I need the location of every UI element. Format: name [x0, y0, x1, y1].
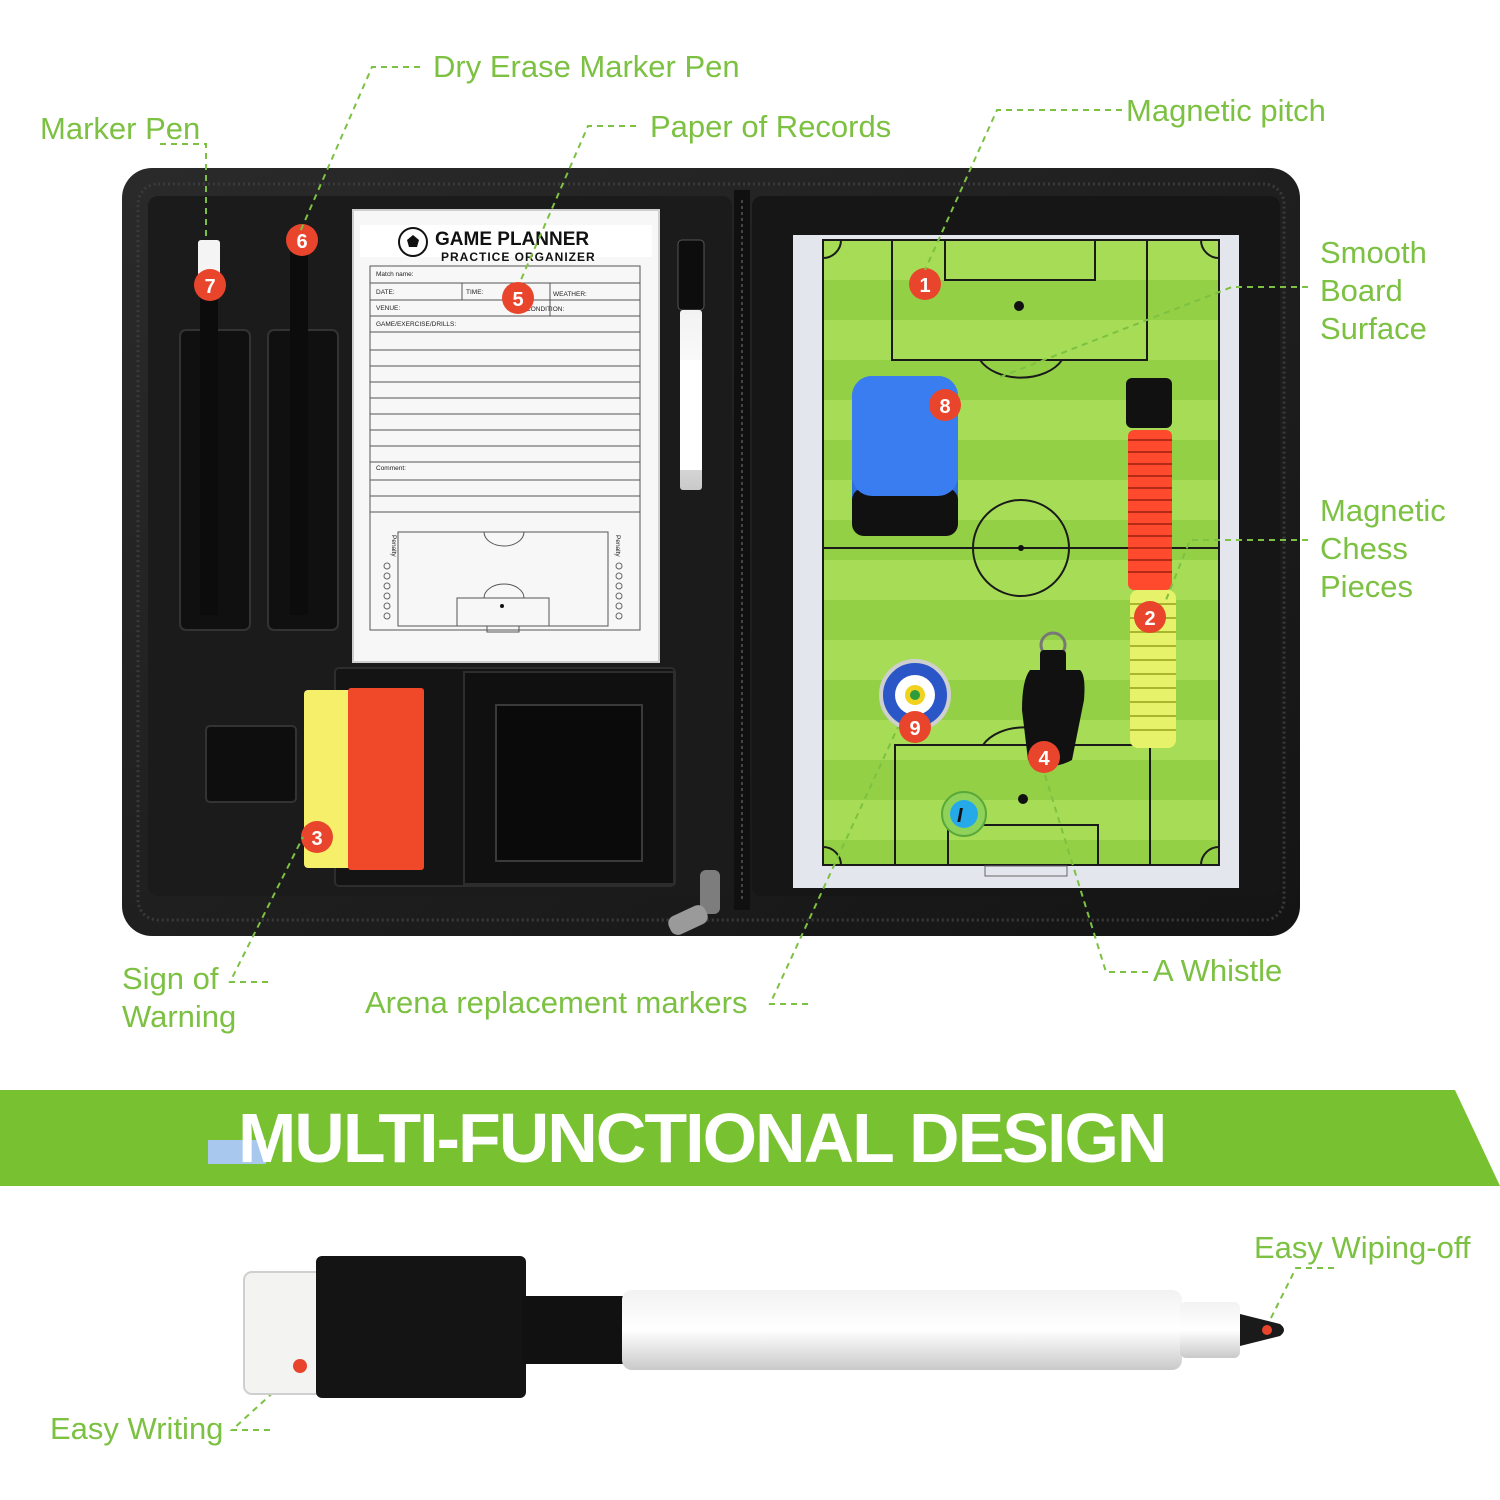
- magnetic-board: [793, 235, 1239, 888]
- callout-arena-markers: Arena replacement markers: [365, 985, 748, 1020]
- badge-3: 3: [301, 821, 333, 853]
- planner-match-name: Match name:: [376, 271, 414, 278]
- callout-paper-of-records: Paper of Records: [650, 109, 892, 144]
- callout-a-whistle: A Whistle: [1153, 953, 1283, 988]
- badge-9: 9: [899, 711, 931, 743]
- planner-venue: VENUE:: [376, 305, 400, 312]
- marker-pen-icon: [243, 1256, 1284, 1398]
- planner-title: GAME PLANNER: [435, 229, 589, 250]
- banner: [0, 1090, 1500, 1186]
- planner-penalty-left: Penalty: [390, 535, 397, 557]
- red-card: [348, 688, 424, 870]
- pen-holders: [179, 235, 339, 803]
- callout-marker-pen: Marker Pen: [40, 111, 201, 146]
- leader-lines: [160, 66, 1334, 1431]
- svg-text:8: 8: [939, 396, 950, 418]
- badge-5: 5: [502, 282, 534, 314]
- badge-8: 8: [929, 389, 961, 421]
- dry-erase-pen-clipped: [677, 239, 705, 490]
- callout-magnetic-chess: Magnetic Chess Pieces: [1320, 493, 1446, 604]
- badge-6: 6: [286, 224, 318, 256]
- svg-text:2: 2: [1144, 608, 1155, 630]
- callout-sign-of-warning: Sign of Warning: [122, 961, 237, 1034]
- callout-dry-erase-marker: Dry Erase Marker Pen: [433, 49, 740, 84]
- svg-text:7: 7: [204, 276, 215, 298]
- planner-time: TIME:: [466, 289, 484, 296]
- badge-1: 1: [909, 268, 941, 300]
- svg-text:4: 4: [1038, 748, 1050, 770]
- planner-drills: GAME/EXERCISE/DRILLS:: [376, 321, 456, 328]
- planner-comment: Comment:: [376, 465, 406, 472]
- callout-smooth-board: Smooth Board Surface: [1320, 235, 1427, 346]
- svg-text:9: 9: [909, 718, 920, 740]
- whistle-icon: [1022, 631, 1085, 766]
- callout-easy-writing: Easy Writing: [50, 1411, 224, 1446]
- number-badges: 1 2 3 4 5 6 7 8 9: [194, 224, 1166, 853]
- planner-date: DATE:: [376, 289, 395, 296]
- badge-4: 4: [1028, 741, 1060, 773]
- planner-subtitle: PRACTICE ORGANIZER: [441, 250, 596, 264]
- banner-title: MULTI-FUNCTIONAL DESIGN: [238, 1099, 1167, 1177]
- player-marker: I: [941, 791, 987, 837]
- badge-2: 2: [1134, 601, 1166, 633]
- planner-weather: WEATHER:: [553, 291, 587, 298]
- svg-text:6: 6: [296, 231, 307, 253]
- callout-easy-wiping: Easy Wiping-off: [1254, 1230, 1471, 1265]
- planner-penalty-right: Penalty: [614, 535, 621, 557]
- card-pocket: [304, 667, 676, 887]
- svg-text:I: I: [957, 805, 963, 827]
- svg-text:3: 3: [311, 828, 322, 850]
- arena-marker-coin: [879, 659, 951, 731]
- magnetic-chess-stack: [1126, 378, 1176, 748]
- zipper-pull: [668, 870, 720, 935]
- planner-condition: CONDITION:: [526, 306, 564, 313]
- callout-magnetic-pitch: Magnetic pitch: [1126, 93, 1326, 128]
- svg-text:1: 1: [919, 275, 930, 297]
- badge-7: 7: [194, 269, 226, 301]
- svg-text:5: 5: [512, 289, 523, 311]
- soccer-ball-icon: [398, 227, 428, 257]
- game-planner-pad: GAME PLANNER PRACTICE ORGANIZER: [352, 209, 660, 663]
